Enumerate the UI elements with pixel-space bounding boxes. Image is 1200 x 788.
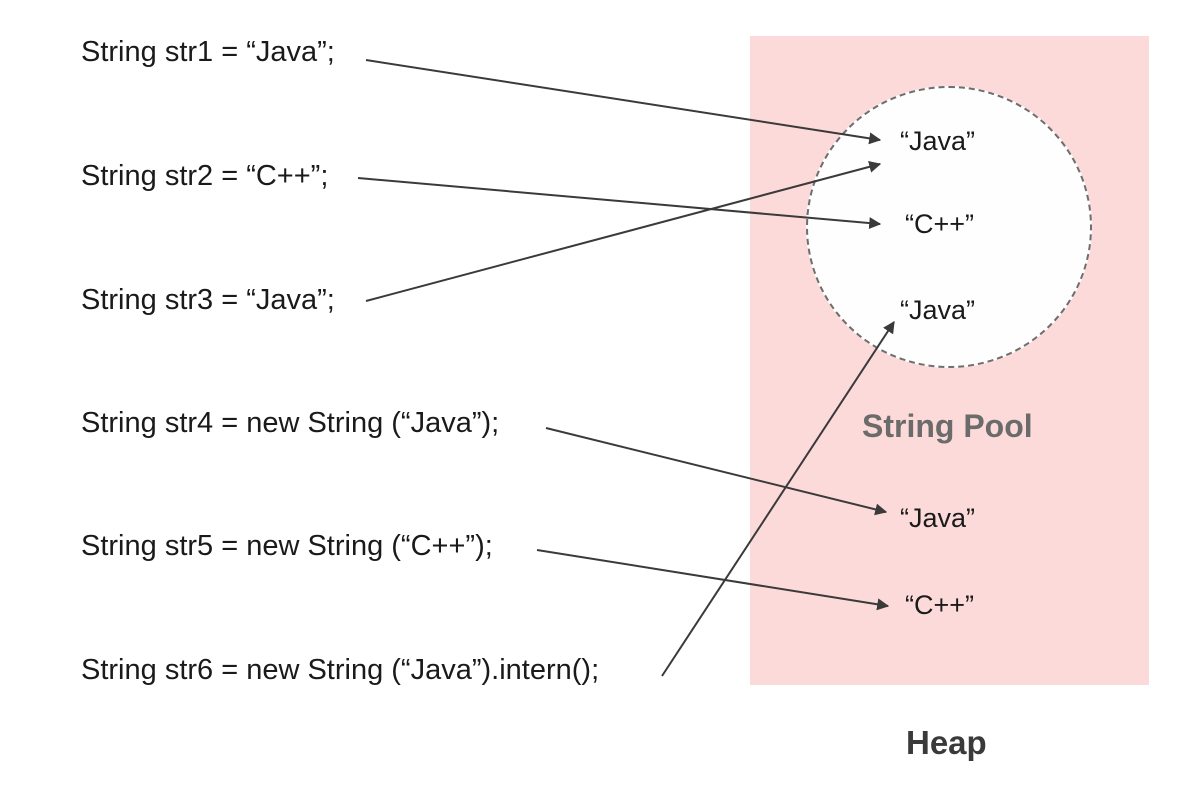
arrow-str4-to-heap-java bbox=[545, 427, 888, 516]
arrow-str2-to-pool-cpp bbox=[357, 177, 882, 230]
string-pool-circle bbox=[806, 86, 1092, 368]
heap-value-java: “Java” bbox=[900, 503, 976, 533]
pool-value-java-1: “Java” bbox=[900, 126, 976, 156]
arrow-str1-to-pool-java bbox=[365, 59, 882, 145]
string-pool-label: String Pool bbox=[862, 408, 1033, 444]
code-line-str2: String str2 = “C++”; bbox=[81, 160, 329, 192]
arrow-str5-to-heap-cpp bbox=[536, 549, 890, 611]
code-line-str3: String str3 = “Java”; bbox=[81, 284, 335, 316]
code-line-str1: String str1 = “Java”; bbox=[81, 36, 335, 68]
arrow-str3-to-pool-java bbox=[365, 160, 882, 302]
arrow-str6-to-pool-java-2 bbox=[661, 320, 895, 677]
code-line-str6: String str6 = new String (“Java”).intern… bbox=[81, 654, 600, 686]
heap-value-cpp: “C++” bbox=[905, 590, 975, 620]
code-line-str5: String str5 = new String (“C++”); bbox=[81, 530, 493, 562]
heap-label: Heap bbox=[906, 724, 987, 761]
code-line-str4: String str4 = new String (“Java”); bbox=[81, 407, 500, 439]
pool-value-java-2: “Java” bbox=[900, 295, 976, 325]
pool-value-cpp: “C++” bbox=[905, 209, 975, 239]
